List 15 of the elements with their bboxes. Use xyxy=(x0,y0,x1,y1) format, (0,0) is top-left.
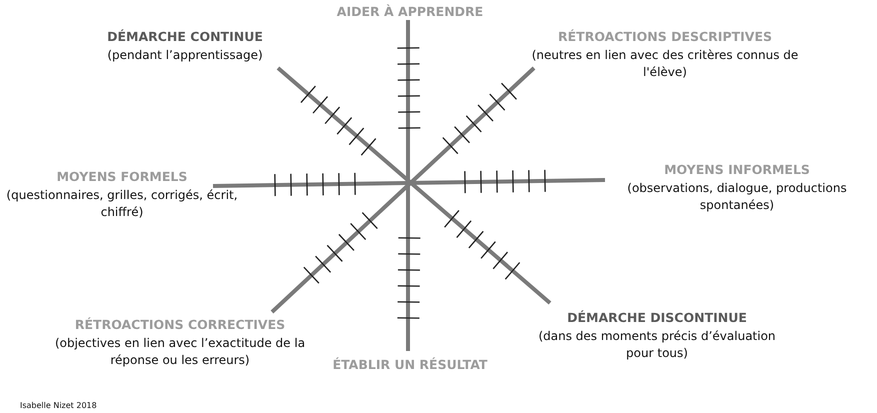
axis-title: RÉTROACTIONS CORRECTIVES xyxy=(74,316,286,333)
axis-title: MOYENS INFORMELS xyxy=(664,161,810,178)
axis-description: (objectives en lien avec l’exactitude de la réponse ou les erreurs) xyxy=(54,335,306,369)
author-credit: Isabelle Nizet 2018 xyxy=(20,400,97,412)
axis-description: (dans des moments précis d’évaluation pour tous) xyxy=(537,328,777,362)
axis-title: MOYENS FORMELS xyxy=(56,168,188,185)
axis-description: (neutres en lien avec des critères connus de l'élève) xyxy=(530,47,800,81)
axis-description: (observations, dialogue, productions spontanées) xyxy=(626,180,848,214)
axis-description: (pendant l’apprentissage) xyxy=(107,47,263,64)
axis-title: AIDER À APPRENDRE xyxy=(336,3,484,20)
axis-title: ÉTABLIR UN RÉSULTAT xyxy=(332,356,488,373)
axis-title: DÉMARCHE CONTINUE xyxy=(107,28,263,45)
axis-title: DÉMARCHE DISCONTINUE xyxy=(567,309,747,326)
axis-description: (questionnaires, grilles, corrigés, écrit, chiffré) xyxy=(5,187,239,221)
axis-title: RÉTROACTIONS DESCRIPTIVES xyxy=(558,28,772,45)
